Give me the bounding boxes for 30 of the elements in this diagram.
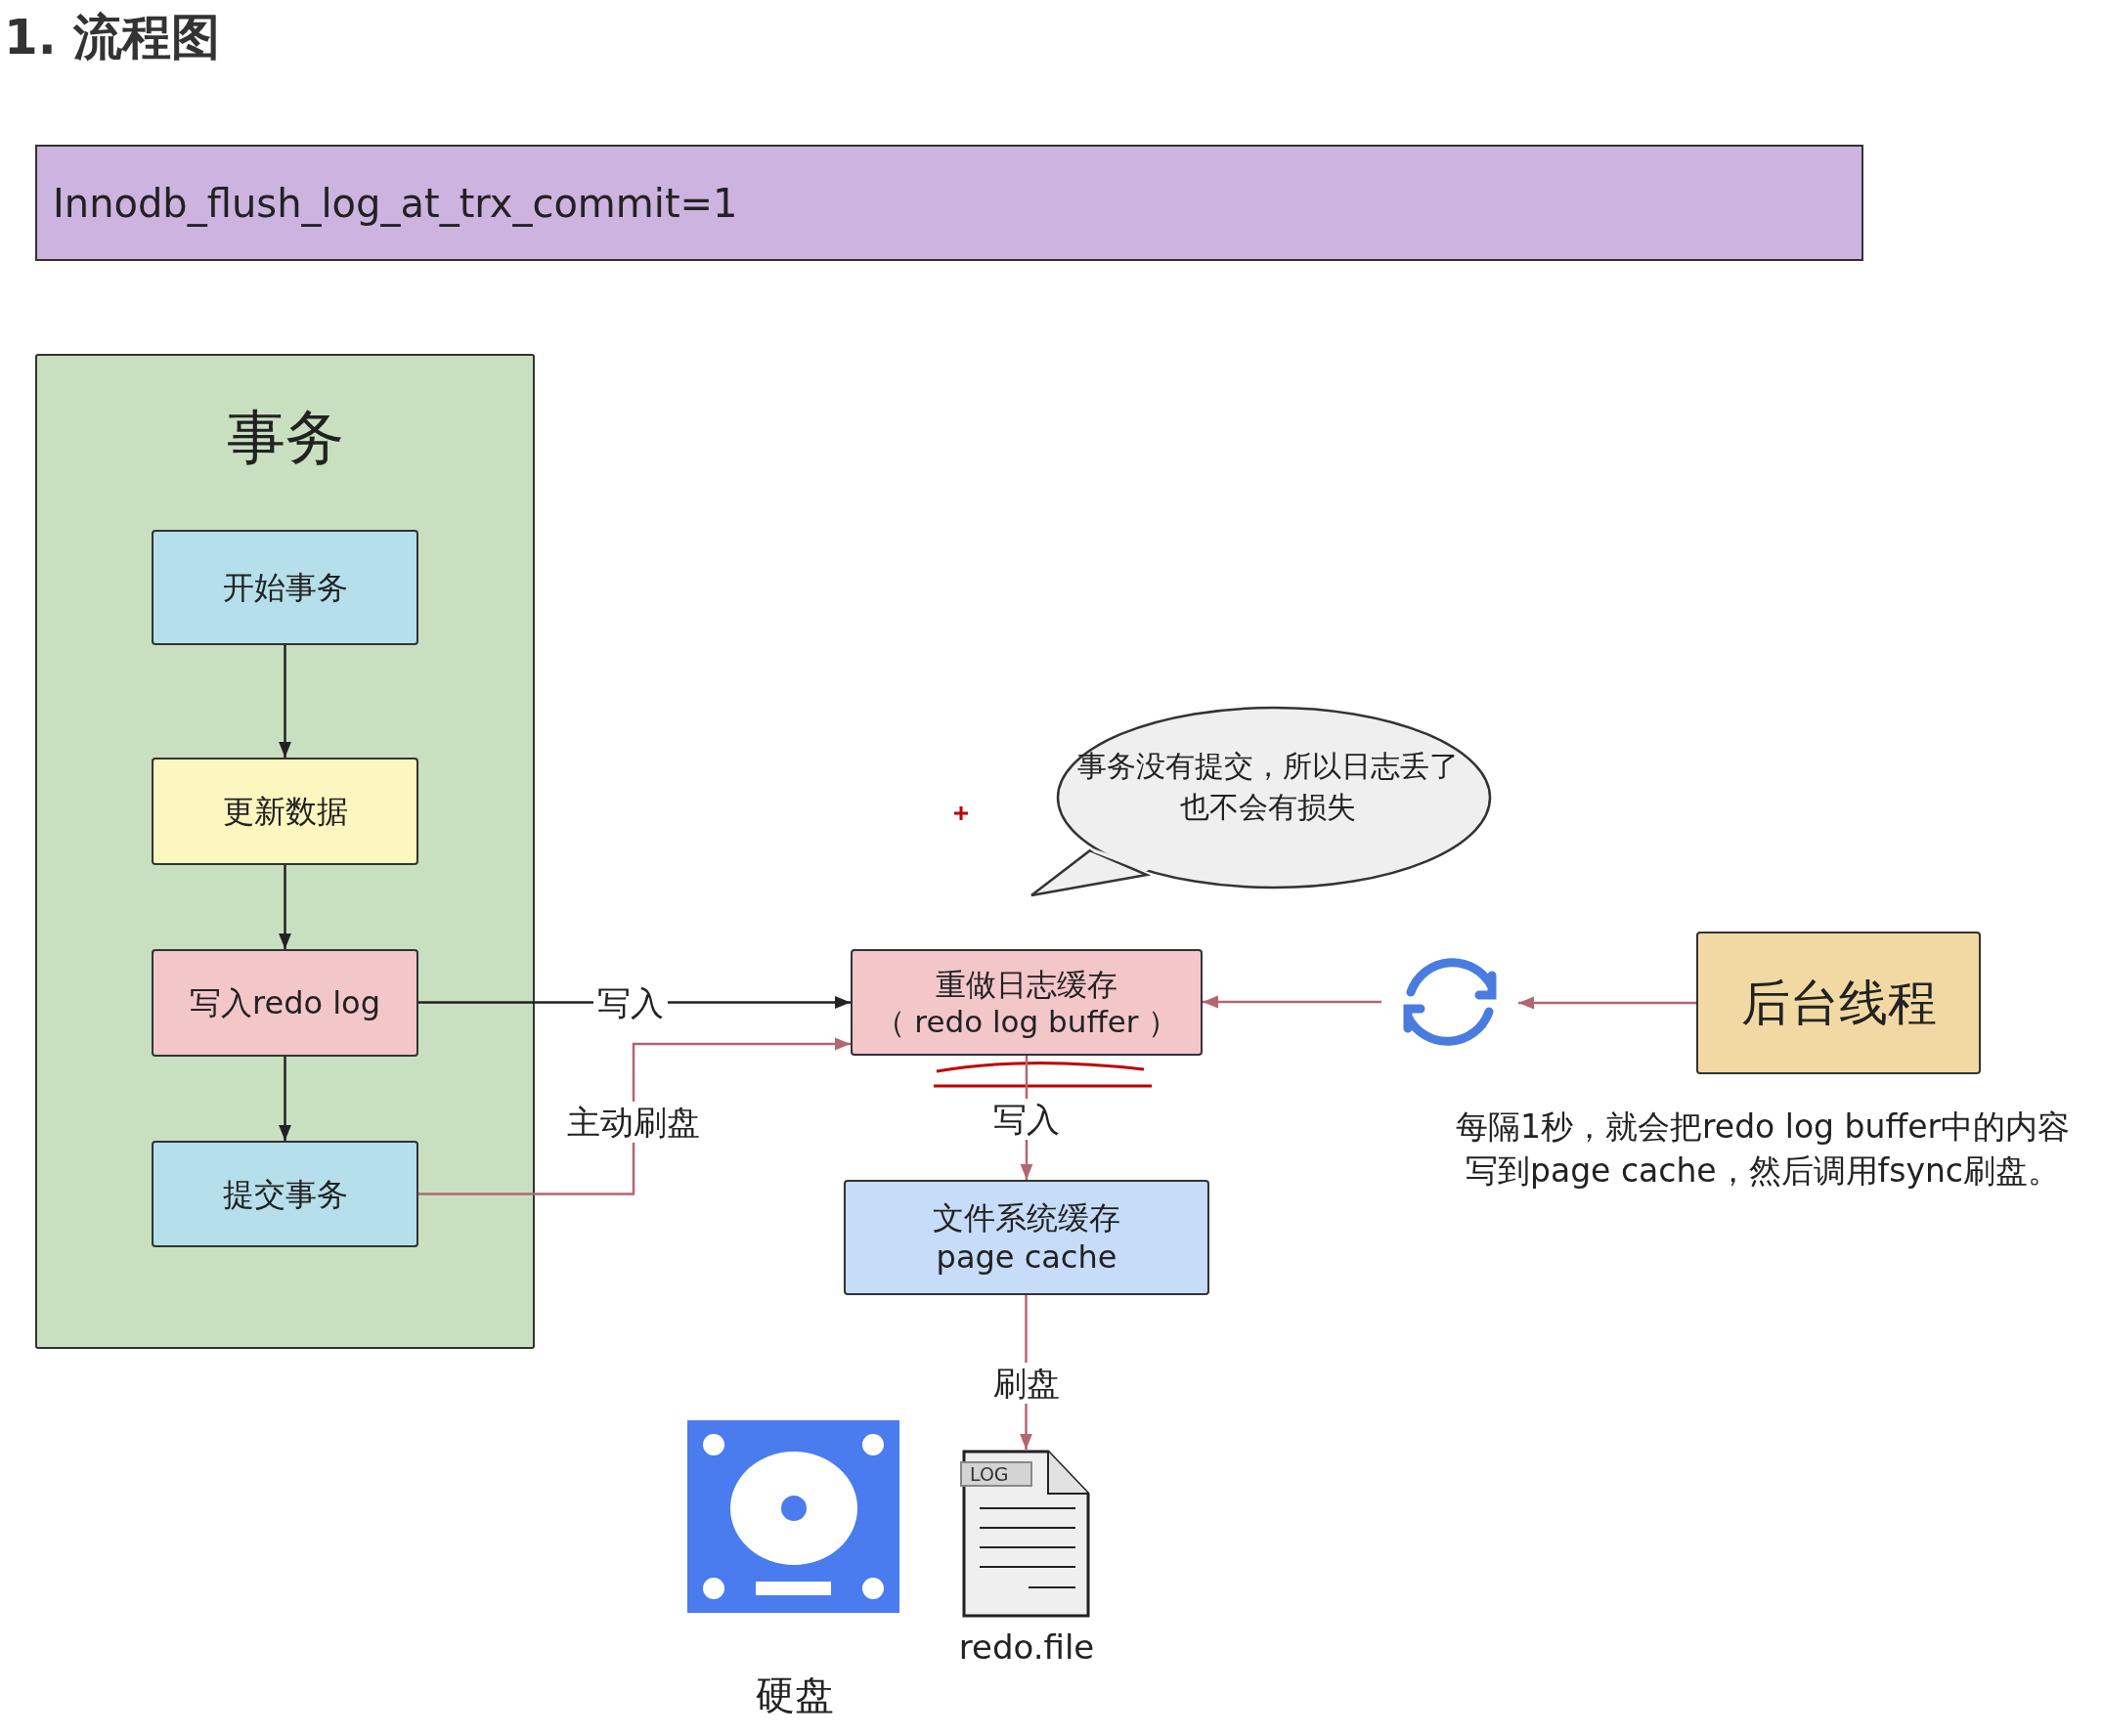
page-title: 1. 流程图 [4, 8, 221, 67]
arrow [279, 645, 291, 758]
cache-box [844, 1180, 1209, 1295]
disk-caption: 硬盘 [754, 1673, 835, 1717]
setting-banner [35, 145, 1863, 261]
node-text: （ redo log buffer ） [874, 1002, 1179, 1040]
node-text: 提交事务 [222, 1174, 348, 1215]
node-text: 写入redo log [190, 983, 380, 1023]
file-caption: redo.file [957, 1627, 1096, 1669]
arrow [1203, 995, 1381, 1009]
process-box [152, 1141, 418, 1247]
arrow [279, 865, 291, 949]
process-box [152, 530, 418, 645]
thread-box [1696, 932, 1981, 1074]
arrow [1518, 996, 1696, 1010]
transaction-panel [35, 354, 535, 1349]
node-text: 文件系统缓存 [933, 1198, 1120, 1237]
panel-heading: 事务 [225, 403, 345, 471]
node-text: Innodb_flush_log_at_trx_commit=1 [53, 179, 738, 229]
node-text: 后台线程 [1740, 973, 1937, 1033]
node-text: 重做日志缓存 [936, 965, 1117, 1003]
arrow [418, 1037, 851, 1195]
node-text: 开始事务 [222, 568, 348, 608]
buffer-box [851, 949, 1203, 1056]
note-text: 每隔1秒，就会把redo log buffer中的内容写到page cache，然后调用fsync刷盘。 [1455, 1107, 2071, 1192]
process-box [152, 758, 418, 865]
arrow [279, 1057, 291, 1141]
node-text: 更新数据 [222, 792, 348, 832]
process-box [152, 949, 418, 1057]
node-text: page cache [936, 1237, 1117, 1277]
